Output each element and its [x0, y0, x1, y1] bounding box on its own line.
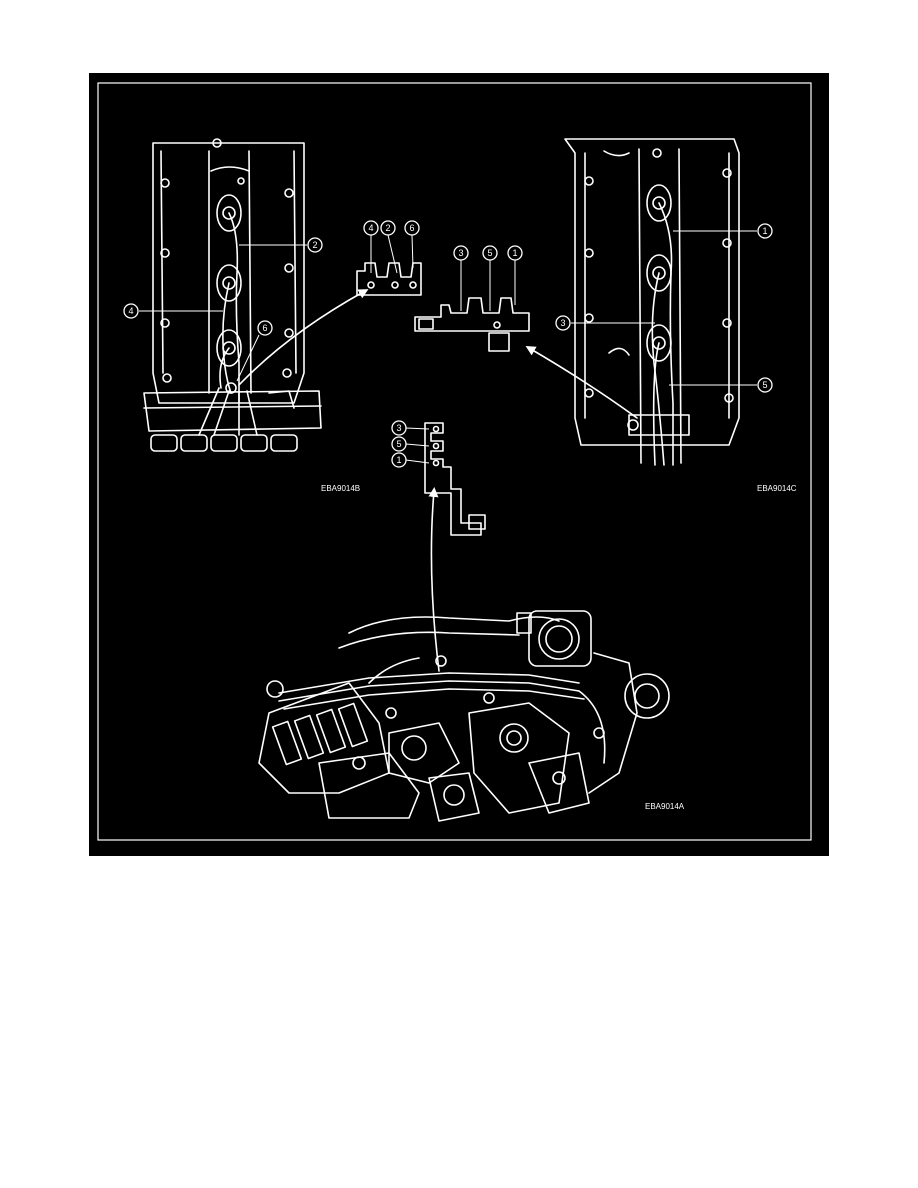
svg-text:1: 1	[762, 226, 767, 236]
svg-text:2: 2	[312, 240, 317, 250]
svg-text:6: 6	[262, 323, 267, 333]
arrow-icon	[525, 345, 638, 419]
svg-text:3: 3	[560, 318, 565, 328]
svg-text:1: 1	[396, 455, 401, 465]
right-head-callout-3: 3	[555, 315, 655, 331]
svg-text:5: 5	[487, 248, 492, 258]
right-head-callout-5: 5	[669, 377, 773, 393]
arrow-icon	[238, 289, 369, 386]
left-clip: 4 2 6	[356, 220, 422, 296]
figure-code-right: EBA9014C	[757, 484, 797, 493]
left-head-callout-2: 2	[239, 237, 323, 253]
diagram-figure: 2 4 6 4 2 6 3 5	[89, 73, 829, 856]
svg-text:3: 3	[458, 248, 463, 258]
diagram-svg: 2 4 6 4 2 6 3 5	[97, 82, 812, 841]
figure-code-engine: EBA9014A	[645, 802, 685, 811]
right-clip: 3 5 1	[414, 245, 530, 352]
svg-text:2: 2	[385, 223, 390, 233]
figure-code-left: EBA9014B	[321, 484, 360, 493]
right-head-callout-1: 1	[673, 223, 773, 239]
svg-text:3: 3	[396, 423, 401, 433]
left-cylinder-head	[143, 138, 322, 452]
engine-assembly	[258, 610, 670, 822]
plug-boots-left	[150, 434, 298, 452]
right-cylinder-head	[564, 138, 740, 466]
svg-text:4: 4	[128, 306, 133, 316]
center-bracket: 3 5 1	[391, 420, 486, 536]
svg-text:4: 4	[368, 223, 373, 233]
left-head-callout-4: 4	[123, 303, 223, 319]
svg-text:5: 5	[396, 439, 401, 449]
svg-text:6: 6	[409, 223, 414, 233]
left-head-callout-6: 6	[236, 320, 273, 382]
svg-text:1: 1	[512, 248, 517, 258]
arrow-icon	[428, 487, 440, 672]
inner-border	[97, 82, 812, 841]
svg-text:5: 5	[762, 380, 767, 390]
